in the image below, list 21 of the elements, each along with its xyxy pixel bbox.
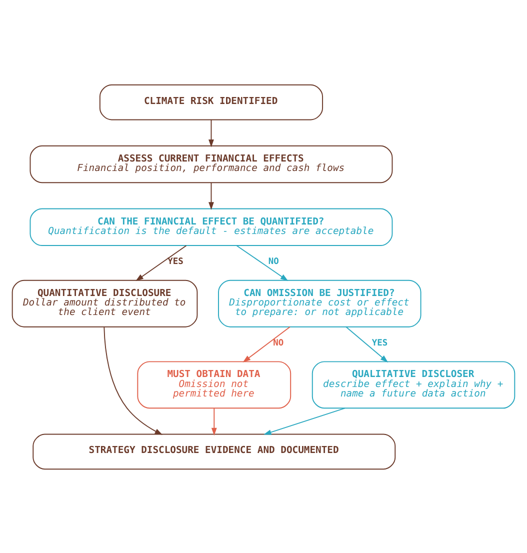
edge-label: YES	[168, 256, 184, 267]
node-box: MUST OBTAIN DATA Omission not permitted here	[137, 360, 292, 408]
edge-label: NO	[273, 338, 284, 348]
arrow	[264, 407, 346, 434]
node-box: CAN OMISSION BE JUSTIFIED? Disproportionate cost or effect to prepare: or not applicable	[218, 279, 422, 327]
arrow	[242, 326, 290, 362]
arrow	[208, 182, 214, 210]
edge-label: NO	[268, 256, 279, 267]
node-box: QUANTITATIVE DISCLOSURE Dollar amount distributed to the client event	[12, 279, 198, 327]
node-box: QUALITATIVE DISCLOSER describe effect + explain why + name a future data action	[312, 360, 516, 408]
arrow	[346, 326, 388, 362]
node-box: CAN THE FINANCIAL EFFECT BE QUANTIFIED? Quantification is the default - estimates are acceptable	[30, 208, 393, 246]
edge-label: YES	[372, 338, 388, 348]
node-box: STRATEGY DISCLOSURE EVIDENCE AND DOCUMENTED	[32, 433, 396, 470]
arrow	[236, 244, 288, 281]
arrow	[136, 244, 187, 281]
node-box: CLIMATE RISK IDENTIFIED	[99, 84, 324, 120]
arrow	[211, 407, 217, 436]
arrow	[208, 119, 214, 147]
arrow	[104, 326, 163, 434]
node-box: ASSESS CURRENT FINANCIAL EFFECTS Financial position, performance and cash flows	[30, 144, 393, 183]
